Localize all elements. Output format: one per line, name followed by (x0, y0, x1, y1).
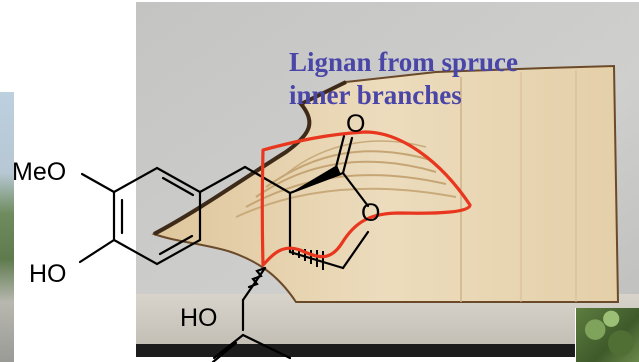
methoxy-label: MeO (12, 158, 67, 186)
hydroxyl-bond (78, 238, 116, 264)
hydroxyl-label-bottom: HO (180, 304, 218, 332)
slide-title: Lignan from spruce inner branches (289, 46, 619, 112)
title-line-2: inner branches (289, 80, 462, 110)
hydroxyl-label-left: HO (29, 260, 67, 288)
outdoor-photo-strip (0, 92, 14, 362)
ring-oxygen-label: O (361, 199, 381, 227)
carbonyl-oxygen-label: O (346, 110, 366, 138)
title-line-1: Lignan from spruce (289, 47, 519, 77)
foliage-photo-thumbnail (575, 308, 639, 362)
methoxy-bond (80, 172, 116, 194)
